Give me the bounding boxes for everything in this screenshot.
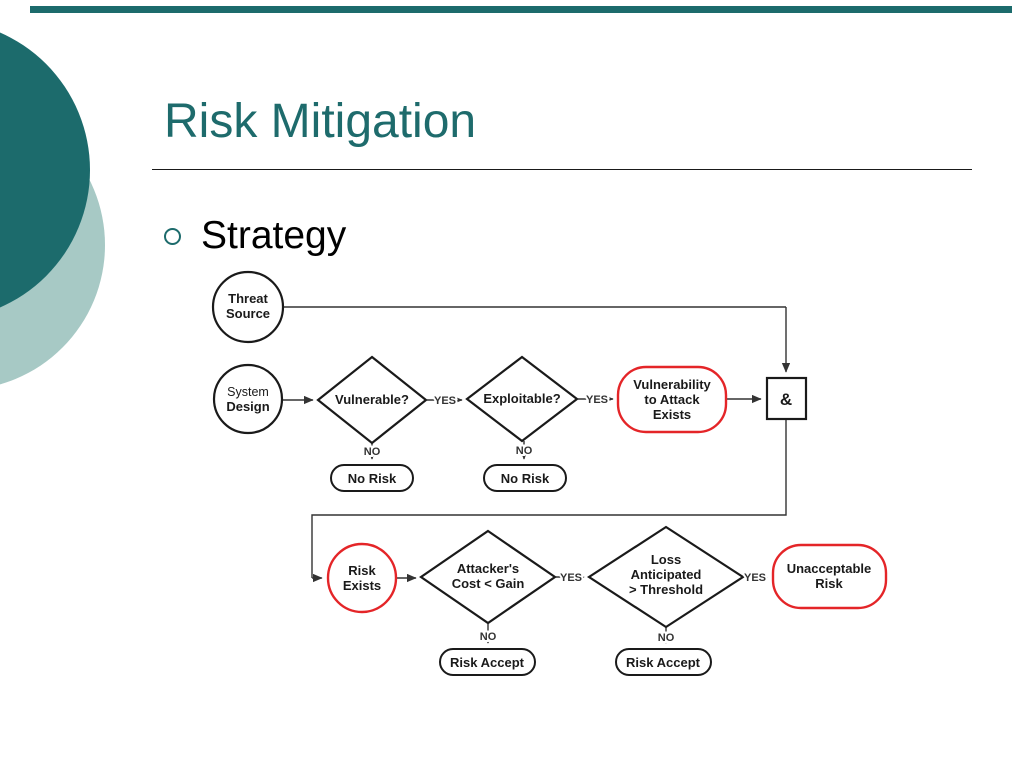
risk-exists-label-2: Exists bbox=[343, 578, 381, 593]
strategy-flowchart-image: Threat Source System Design Vulnerable? … bbox=[211, 270, 888, 676]
unacceptable-label-2: Risk bbox=[815, 576, 843, 591]
attackers-cost-label-2: Cost < Gain bbox=[452, 576, 525, 591]
node-risk-exists bbox=[326, 542, 398, 614]
bullet-circle-icon bbox=[164, 228, 181, 245]
edge-label-no-loss: NO bbox=[658, 632, 675, 644]
node-risk-accept-left bbox=[439, 648, 536, 676]
risk-accept-right-label: Risk Accept bbox=[626, 655, 701, 670]
bullet-label: Strategy bbox=[201, 214, 347, 257]
loss-label-3: > Threshold bbox=[629, 582, 703, 597]
no-risk-right-label: No Risk bbox=[501, 471, 550, 486]
threat-source-label-1: Threat bbox=[228, 291, 268, 306]
node-no-risk-right bbox=[483, 464, 567, 492]
node-threat-source bbox=[211, 270, 285, 344]
node-unacceptable-risk bbox=[771, 543, 888, 610]
attackers-cost-label-1: Attacker's bbox=[457, 561, 519, 576]
vulnerability-label-3: Exists bbox=[653, 407, 691, 422]
edge-label-no-vulnerable: NO bbox=[364, 446, 381, 458]
edge-label-yes-loss: YES bbox=[744, 572, 766, 584]
vulnerability-label-1: Vulnerability bbox=[633, 377, 711, 392]
node-attackers-cost-decision bbox=[419, 529, 557, 625]
node-and-gate bbox=[765, 376, 808, 421]
risk-exists-label-1: Risk bbox=[348, 563, 376, 578]
exploitable-label: Exploitable? bbox=[483, 391, 560, 406]
edge-label-yes-attackers: YES bbox=[560, 572, 582, 584]
node-exploitable-decision bbox=[465, 355, 579, 443]
node-vulnerable-decision bbox=[316, 355, 428, 445]
node-risk-accept-right bbox=[615, 648, 712, 676]
unacceptable-label-1: Unacceptable bbox=[787, 561, 872, 576]
edge-label-yes-exploitable: YES bbox=[586, 394, 608, 406]
node-vulnerability-to-attack bbox=[616, 365, 728, 434]
title-underline bbox=[152, 169, 972, 170]
vulnerability-label-2: to Attack bbox=[644, 392, 700, 407]
threat-source-label-2: Source bbox=[226, 306, 270, 321]
slide-title: Risk Mitigation bbox=[164, 95, 477, 148]
node-system-design bbox=[212, 363, 284, 435]
top-accent-bar bbox=[30, 6, 1012, 13]
edge-label-no-exploitable: NO bbox=[516, 445, 533, 457]
vulnerable-label: Vulnerable? bbox=[335, 392, 409, 407]
edge-label-yes-vulnerable: YES bbox=[434, 395, 456, 407]
loss-label-2: Anticipated bbox=[631, 567, 702, 582]
and-gate-label: & bbox=[780, 390, 792, 409]
system-design-label-1: System bbox=[227, 385, 269, 399]
no-risk-left-label: No Risk bbox=[348, 471, 397, 486]
edge-and-to-second-row bbox=[311, 420, 787, 578]
bullet-item-strategy: Strategy bbox=[164, 214, 346, 258]
node-loss-anticipated-decision bbox=[586, 525, 746, 629]
edge-label-no-attackers: NO bbox=[480, 631, 497, 643]
node-no-risk-left bbox=[330, 464, 414, 492]
loss-label-1: Loss bbox=[651, 552, 681, 567]
risk-accept-left-label: Risk Accept bbox=[450, 655, 525, 670]
system-design-label-2: Design bbox=[226, 399, 269, 414]
